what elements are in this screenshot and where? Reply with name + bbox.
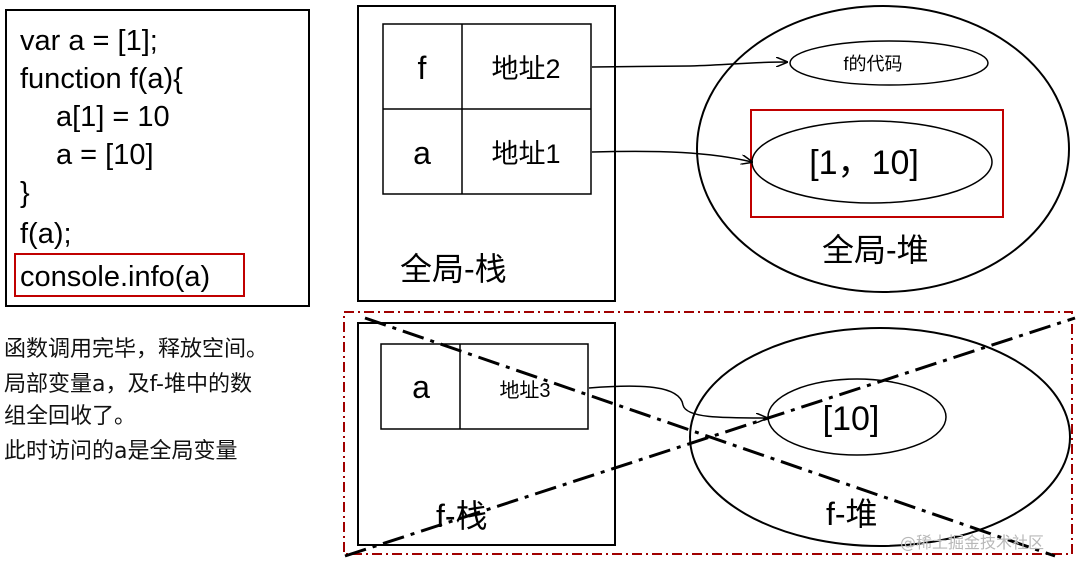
var-name-f: f [418, 50, 427, 86]
f-stack-caption: f-栈 [436, 498, 488, 534]
note-line: 此时访问的a是全局变量 [4, 439, 237, 464]
code-line: a[1] = 10 [56, 101, 170, 133]
pointer-arrow [591, 150, 752, 162]
address-label: 地址2 [491, 54, 560, 84]
heap-node-f-code [789, 40, 989, 86]
code-line: a = [10] [56, 139, 154, 171]
code-line: f(a); [20, 218, 72, 250]
function-scope-region [343, 311, 1073, 555]
code-line: var a = [1]; [20, 25, 158, 57]
heap-node-label: f的代码 [843, 54, 902, 74]
highlight-box [14, 253, 245, 297]
pointer-arrow [591, 62, 787, 68]
global-stack-caption: 全局-栈 [400, 251, 507, 287]
f-heap-caption: f-堆 [826, 496, 878, 532]
global-heap-caption: 全局-堆 [822, 232, 929, 268]
note-line: 组全回收了。 [4, 404, 136, 429]
var-name-a: a [412, 369, 430, 405]
note-line: 局部变量a，及f-堆中的数 [4, 372, 252, 397]
cross-out-line [344, 316, 1076, 558]
f-stack: a 地址3 f-栈 [357, 322, 616, 546]
pointer-arrow [588, 385, 767, 418]
address-label: 地址1 [491, 139, 560, 169]
code-line-highlighted: console.info(a) [20, 261, 210, 293]
address-label: 地址3 [499, 379, 550, 402]
f-stack-table [380, 343, 589, 430]
explanation-note: 函数调用完毕，释放空间。 局部变量a，及f-堆中的数 组全回收了。 此时访问的a… [4, 337, 268, 464]
var-name-a: a [413, 135, 431, 171]
cross-out-line [364, 316, 1056, 558]
note-line: 函数调用完毕，释放空间。 [4, 337, 268, 362]
code-box [5, 9, 310, 307]
heap-node-label: [1，10] [809, 144, 919, 182]
global-stack: f 地址2 a 地址1 全局-栈 [357, 5, 616, 302]
watermark: @稀土掘金技术社区 [900, 533, 1044, 552]
f-heap-ellipse [689, 327, 1071, 547]
f-stack-frame [357, 322, 616, 546]
code-line: } [20, 177, 30, 209]
global-stack-frame [357, 5, 616, 302]
code-panel: var a = [1]; function f(a){ a[1] = 10 a … [5, 9, 310, 307]
f-heap: [10] f-堆 [689, 327, 1071, 547]
global-heap-ellipse [696, 5, 1070, 293]
global-heap: f的代码 [1，10] 全局-堆 [696, 5, 1070, 293]
code-line: function f(a){ [20, 63, 183, 95]
heap-node-label: [10] [823, 400, 880, 438]
